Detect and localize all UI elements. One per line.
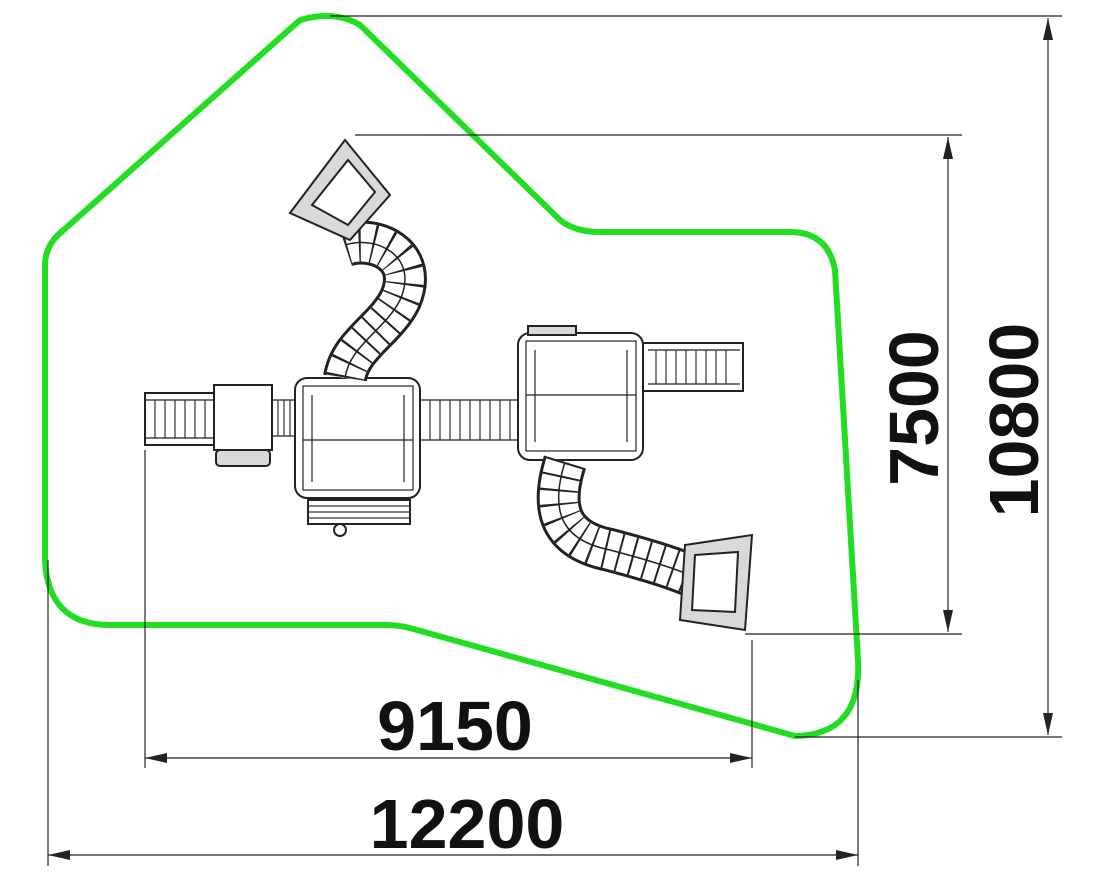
equipment-height-label: 7500 [875, 330, 953, 486]
right-tower [517, 325, 644, 461]
safety-zone-outline [42, 13, 862, 739]
overall-width-label: 12200 [370, 785, 565, 863]
dimension-arrowheads [48, 18, 1053, 860]
dimension-lines [47, 15, 1062, 866]
left-small-platform [213, 384, 296, 467]
lower-tube-slide [536, 455, 754, 632]
equipment-plan [144, 138, 754, 632]
upper-tube-slide [288, 138, 427, 384]
left-ladder [144, 392, 216, 446]
connecting-bridge [420, 399, 518, 441]
equipment-width-label: 9150 [377, 687, 533, 765]
right-ladder [642, 342, 744, 392]
left-tower [294, 377, 421, 537]
overall-height-label: 10800 [975, 323, 1053, 518]
